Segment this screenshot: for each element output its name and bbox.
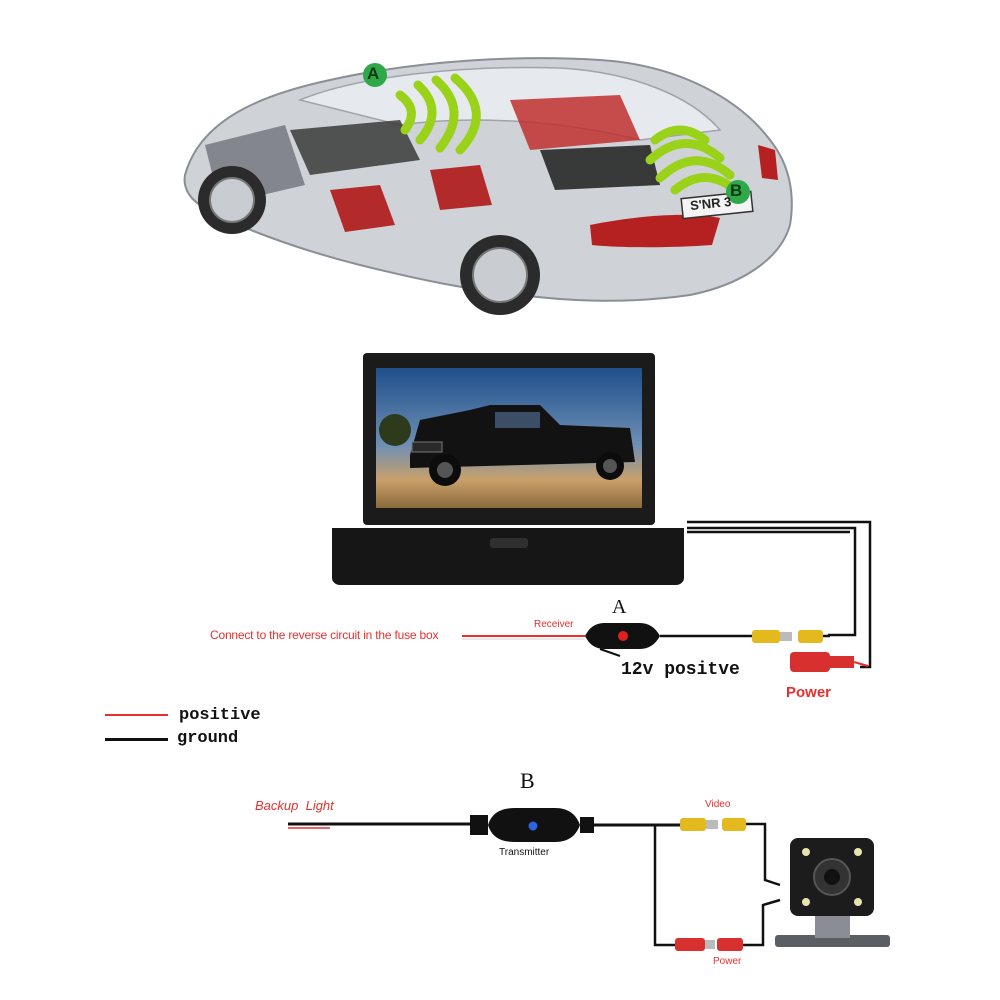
legend: positive ground	[105, 705, 285, 750]
truck-image	[410, 405, 635, 486]
camera-power-label: Power	[713, 956, 742, 967]
receiver-section-label-a: A	[612, 596, 627, 618]
car-tail-light	[590, 214, 720, 248]
backup-light-label: Backup Light	[255, 798, 334, 813]
positive-note: 12v positve	[621, 660, 740, 680]
marker-a-label: A	[367, 64, 380, 83]
rca-yellow-2	[798, 630, 823, 643]
camera-rca-yellow-2	[722, 818, 746, 831]
camera-power-red-2	[717, 938, 743, 951]
marker-b-label: B	[730, 181, 743, 200]
car-seat-front-2	[430, 165, 492, 210]
tree	[379, 414, 411, 446]
marker-b-circle	[726, 180, 750, 204]
legend-ground-swatch	[105, 738, 168, 741]
rca-yellow-1	[752, 630, 780, 643]
transmitter-section-label-b: B	[520, 768, 535, 793]
receiver-power-label: Power	[786, 684, 832, 701]
power-connector	[790, 652, 830, 672]
camera-rca-yellow-1	[680, 818, 706, 831]
car-seat-rear	[510, 95, 640, 150]
car-tail-light-side	[758, 145, 778, 180]
transmitter-label: Transmitter	[499, 847, 550, 858]
car-dashboard	[290, 120, 420, 175]
receiver-label: Receiver	[534, 619, 574, 630]
video-label: Video	[705, 799, 731, 810]
camera-power-red-1	[675, 938, 705, 951]
fuse-box-note: Connect to the reverse circuit in the fu…	[210, 628, 439, 642]
legend-positive-label: positive	[179, 706, 261, 725]
camera-cables	[653, 822, 781, 947]
signal-waves-a	[395, 73, 481, 155]
receiver-led	[618, 631, 628, 641]
transmitter-box	[470, 815, 488, 835]
monitor-stand	[332, 528, 684, 585]
transmitter-led	[528, 821, 538, 831]
legend-positive-swatch	[105, 714, 168, 716]
legend-ground-label: ground	[177, 729, 239, 748]
marker-a-circle	[363, 63, 387, 87]
camera	[775, 838, 890, 947]
monitor-cables	[687, 520, 872, 669]
car-seat-front	[330, 185, 395, 232]
car-seat-rear-2	[540, 145, 660, 190]
